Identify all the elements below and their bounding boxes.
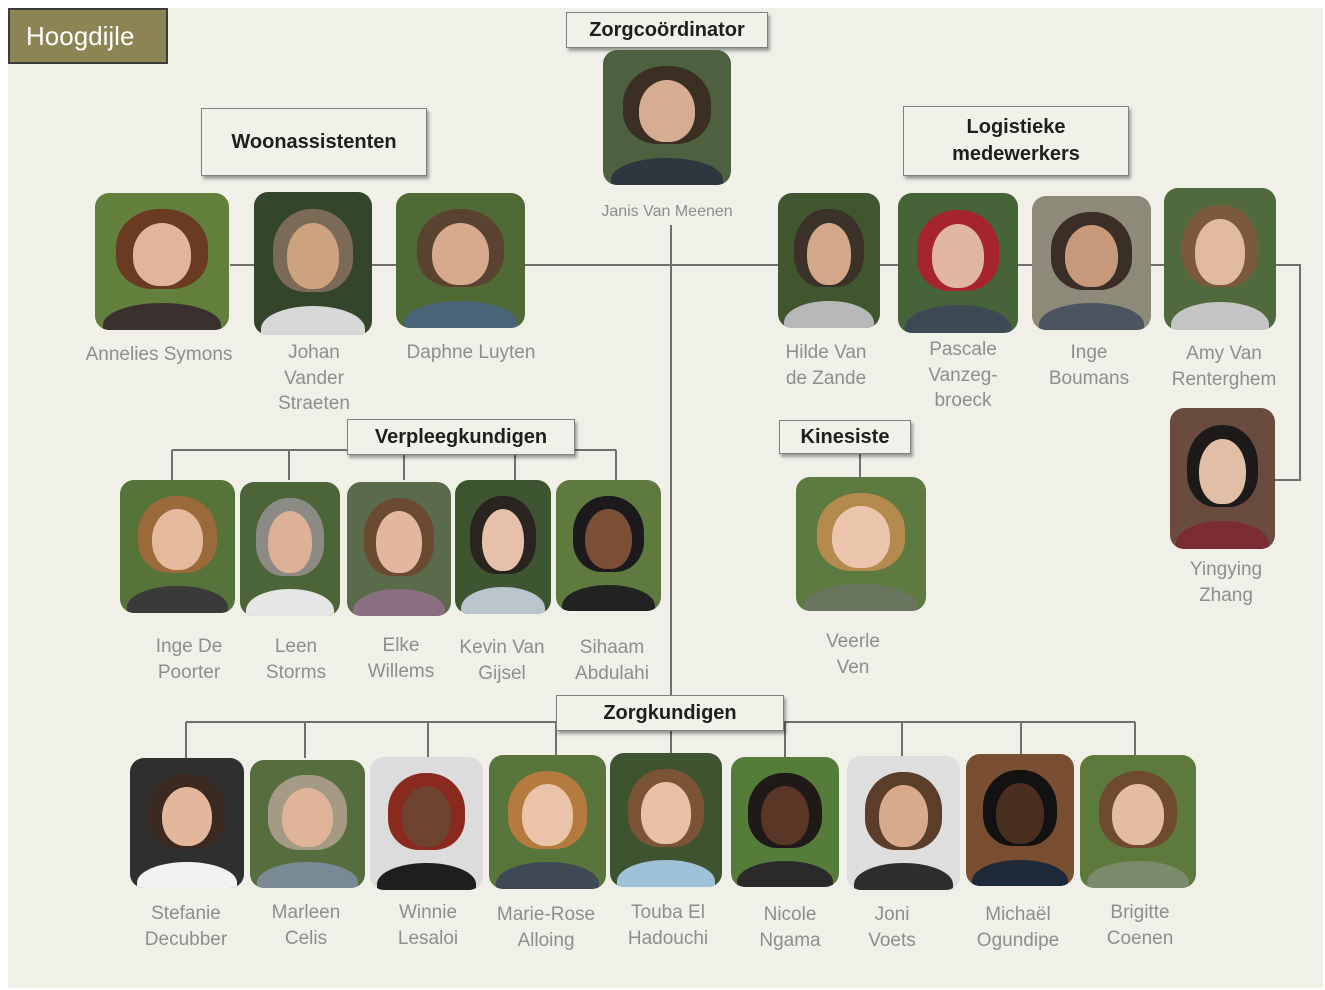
name-winnie-lesaloi: Winnie Lesaloi [397, 902, 459, 949]
name-kevin-van-gijsel: Kevin Van Gijsel [459, 637, 545, 684]
name-inge-boumans: Inge Boumans [1048, 342, 1130, 389]
photo-kevin-van-gijsel [455, 480, 551, 614]
photo-pascale-vanzegbroeck [898, 193, 1018, 333]
name-daphne-luyten: Daphne Luyten [406, 342, 536, 363]
photo-elke-willems [347, 482, 451, 616]
group-label-kinesiste: Kinesiste [779, 420, 911, 454]
name-joni-voets: Joni Voets [868, 904, 916, 951]
name-veerle-ven: Veerle Ven [826, 631, 880, 678]
name-touba-el-hadouchi: Touba El Hadouchi [627, 902, 709, 949]
name-stefanie-decubber: Stefanie Decubber [144, 903, 228, 950]
group-label-verpleegkundigen: Verpleegkundigen [347, 419, 575, 455]
name-annelies-symons: Annelies Symons [85, 344, 233, 365]
photo-brigitte-coenen [1080, 755, 1196, 888]
name-brigitte-coenen: Brigitte Coenen [1106, 902, 1174, 949]
name-johan-vander-straeten: Johan Vander Straeten [278, 342, 350, 415]
name-marie-rose-alloing: Marie-Rose Alloing [496, 904, 596, 951]
photo-daphne-luyten [396, 193, 525, 328]
photo-annelies-symons [95, 193, 229, 330]
page-title: Hoogdijle [8, 8, 168, 64]
name-leen-storms: Leen Storms [265, 636, 327, 683]
photo-veerle-ven [796, 477, 926, 611]
name-yingying-zhang: Yingying Zhang [1189, 559, 1263, 606]
name-amy-van-renterghem: Amy Van Renterghem [1171, 343, 1277, 390]
photo-sihaam-abdulahi [556, 480, 661, 611]
photo-janis-van-meenen [603, 50, 731, 185]
photo-leen-storms [240, 482, 340, 616]
group-label-woonassistenten: Woonassistenten [201, 108, 427, 176]
photo-stefanie-decubber [130, 758, 244, 888]
photo-joni-voets [847, 756, 960, 890]
photo-michael-ogundipe [966, 754, 1074, 886]
name-sihaam-abdulahi: Sihaam Abdulahi [575, 637, 649, 684]
name-hilde-van-de-zande: Hilde Van de Zande [785, 342, 867, 389]
group-label-zorgcoordinator: Zorgcoördinator [566, 12, 768, 48]
photo-winnie-lesaloi [370, 757, 483, 890]
name-janis-van-meenen: Janis Van Meenen [601, 203, 733, 220]
name-pascale-vanzegbroeck: Pascale Vanzeg- broeck [928, 339, 998, 412]
photo-marleen-celis [250, 760, 365, 888]
name-marleen-celis: Marleen Celis [271, 902, 341, 949]
photo-marie-rose-alloing [489, 755, 606, 889]
name-michael-ogundipe: Michaël Ogundipe [976, 904, 1060, 951]
photo-amy-van-renterghem [1164, 188, 1276, 330]
photo-yingying-zhang [1170, 408, 1275, 549]
photo-hilde-van-de-zande [778, 193, 880, 328]
photo-nicole-ngama [731, 757, 839, 887]
photo-johan-vander-straeten [254, 192, 372, 335]
group-label-logistieke-medewerkers: Logistieke medewerkers [903, 106, 1129, 176]
connector-yingying [1270, 264, 1301, 481]
name-inge-de-poorter: Inge De Poorter [155, 636, 223, 683]
group-label-zorgkundigen: Zorgkundigen [556, 695, 784, 731]
photo-inge-boumans [1032, 196, 1151, 330]
name-nicole-ngama: Nicole Ngama [759, 904, 821, 951]
photo-touba-el-hadouchi [610, 753, 722, 887]
photo-inge-de-poorter [120, 480, 235, 613]
name-elke-willems: Elke Willems [367, 635, 435, 682]
